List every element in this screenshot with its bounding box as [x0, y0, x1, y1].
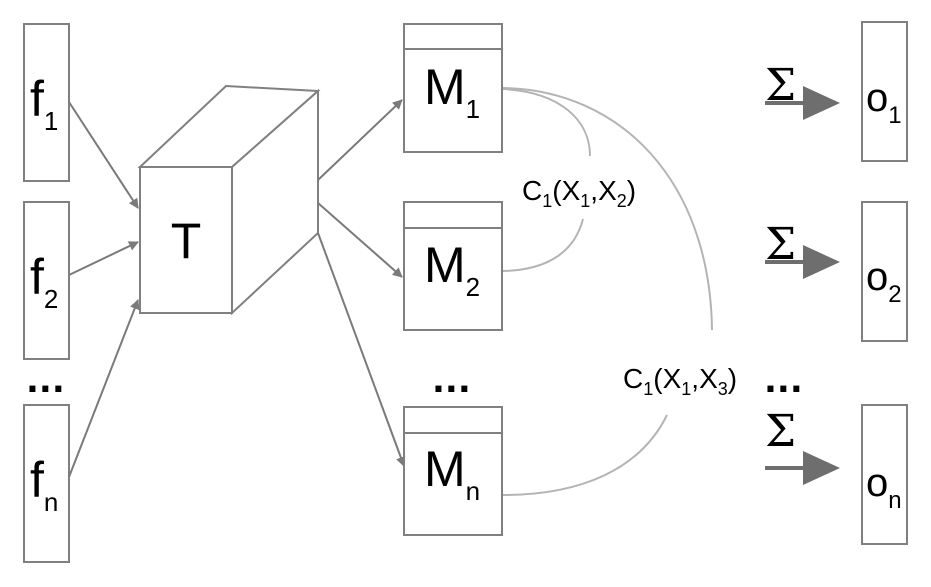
output-label: on: [866, 461, 902, 514]
curve-m1-c12-top: [502, 88, 591, 157]
memory-box: [403, 406, 503, 536]
sum-arrow-1: Σ: [765, 60, 840, 120]
memory-m1: M1: [403, 23, 503, 153]
input-box: [23, 404, 70, 563]
sum-arrow-2: Σ: [765, 219, 840, 279]
arrow-fn-to-t: [68, 299, 140, 478]
correlation-label-2: C1(X1,X3): [623, 363, 737, 399]
curve-m1-c13-top: [502, 87, 713, 331]
transformer-label: T: [171, 213, 202, 269]
memory-box: [403, 23, 503, 153]
arrow-f2-to-t: [68, 241, 139, 276]
output-on: on: [861, 404, 908, 545]
curve-c12-m2-bottom: [502, 218, 584, 272]
outputs-ellipsis: ...: [764, 361, 803, 401]
curve-c13-mn-bottom: [502, 414, 668, 496]
memory-label: M1: [424, 59, 480, 124]
output-o2: o2: [861, 201, 908, 342]
input-box: [23, 23, 70, 182]
output-box: [861, 21, 908, 162]
output-o1: o1: [861, 21, 908, 162]
memory-label: M2: [424, 237, 480, 302]
output-label: o1: [866, 76, 902, 129]
sum-arrow-n: Σ: [765, 406, 840, 485]
input-label: f2: [30, 249, 58, 314]
arrow-t-to-m1: [317, 99, 403, 181]
memory-mn: Mn: [403, 406, 503, 536]
input-label: fn: [30, 452, 58, 517]
sum-arrow-head: [803, 245, 840, 279]
output-label: o2: [866, 255, 902, 308]
inputs-ellipsis: ...: [26, 361, 65, 401]
sigma-icon: Σ: [765, 406, 796, 457]
input-f2: f2: [23, 201, 70, 360]
transformer-cube: T: [137, 84, 321, 316]
input-fn: fn: [23, 404, 70, 563]
sum-arrow-head: [803, 451, 840, 485]
arrow-f1-to-t: [68, 101, 139, 209]
arrow-t-to-mn: [317, 232, 406, 467]
sum-arrow-head: [803, 86, 840, 120]
output-box: [861, 404, 908, 545]
input-label: f1: [30, 71, 58, 136]
cube-front-face: [139, 166, 233, 314]
memories-ellipsis: ...: [432, 361, 471, 401]
arrow-t-to-m2: [317, 202, 403, 278]
input-box: [23, 201, 70, 360]
memory-label: Mn: [424, 441, 480, 506]
memory-box: [403, 201, 503, 331]
input-f1: f1: [23, 23, 70, 182]
output-box: [861, 201, 908, 342]
correlation-label-1: C1(X1,X2): [522, 175, 636, 211]
memory-m2: M2: [403, 201, 503, 331]
